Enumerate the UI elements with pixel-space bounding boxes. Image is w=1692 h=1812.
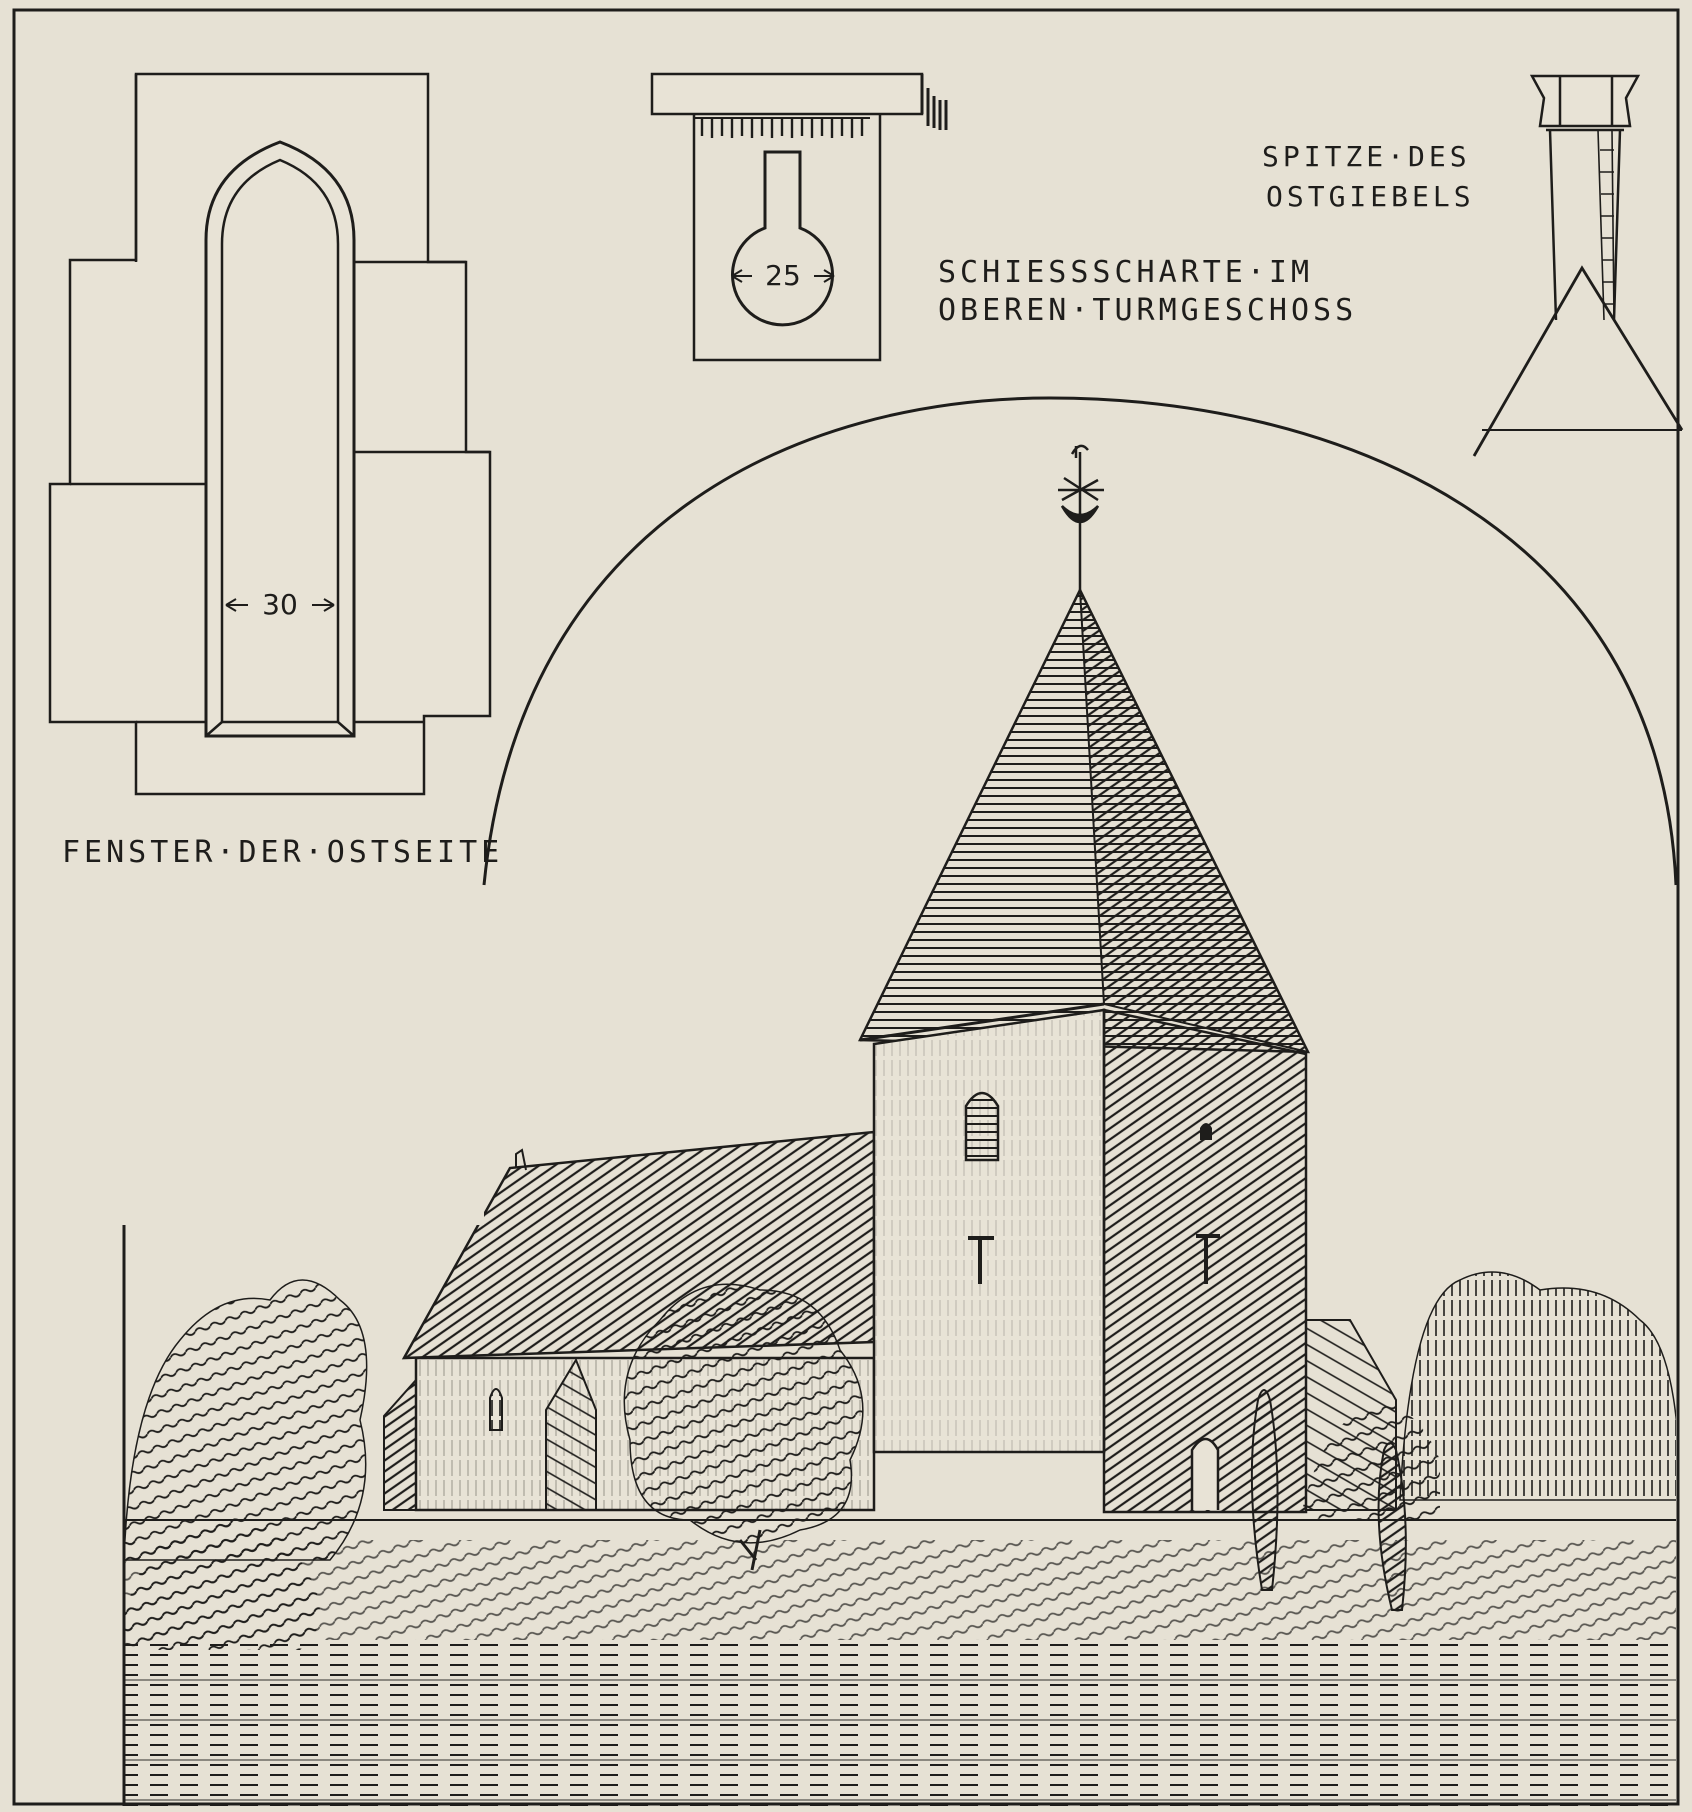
fenster-caption: FENSTER·DER·OSTSEITE [62, 835, 503, 870]
fenster-width-value: 30 [262, 588, 298, 621]
schiessscharte-caption-line1: SCHIESSSCHARTE·IM [938, 255, 1313, 290]
nave-window [489, 1388, 503, 1431]
tree-center [623, 1283, 864, 1544]
ostgiebel-finial [1472, 74, 1684, 457]
fenster-elevation [48, 72, 492, 796]
ostgiebel-caption-line2: OSTGIEBELS [1266, 180, 1475, 213]
weathervane-icon [1058, 444, 1104, 590]
schiessscharte-width-value: 25 [765, 259, 801, 292]
tower-door [1190, 1437, 1220, 1510]
fenster-dimension: 30 [225, 588, 335, 621]
meadow [124, 1640, 1676, 1810]
hedge [124, 1540, 1676, 1640]
ostgiebel-caption-line1: SPITZE·DES [1262, 140, 1471, 173]
schiessscharte-elevation [650, 72, 948, 362]
tower-slit-front [968, 1236, 994, 1284]
church-scene [124, 444, 1676, 1810]
belfry-window [964, 1091, 1000, 1162]
vignette-arch [482, 396, 1678, 886]
tree-left-large [124, 1279, 368, 1561]
nave-porch [545, 1357, 597, 1511]
background-trees-right [1399, 1271, 1676, 1501]
schiessscharte-caption-line2: OBEREN·TURMGESCHOSS [938, 293, 1357, 328]
schiessscharte-dimension: 25 [731, 259, 835, 292]
tower-slit-side [1196, 1234, 1220, 1284]
